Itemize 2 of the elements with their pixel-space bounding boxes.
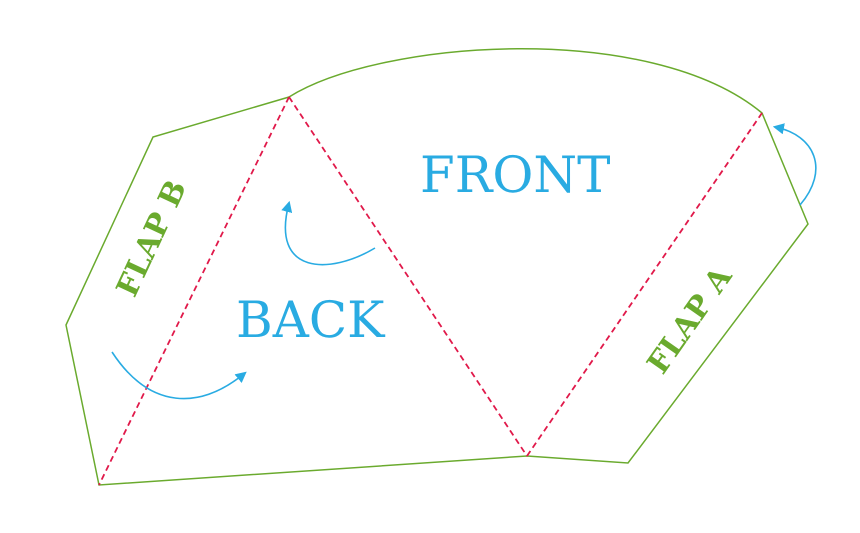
panel-label: BACK <box>236 291 384 349</box>
panel-label: FRONT <box>420 146 610 204</box>
